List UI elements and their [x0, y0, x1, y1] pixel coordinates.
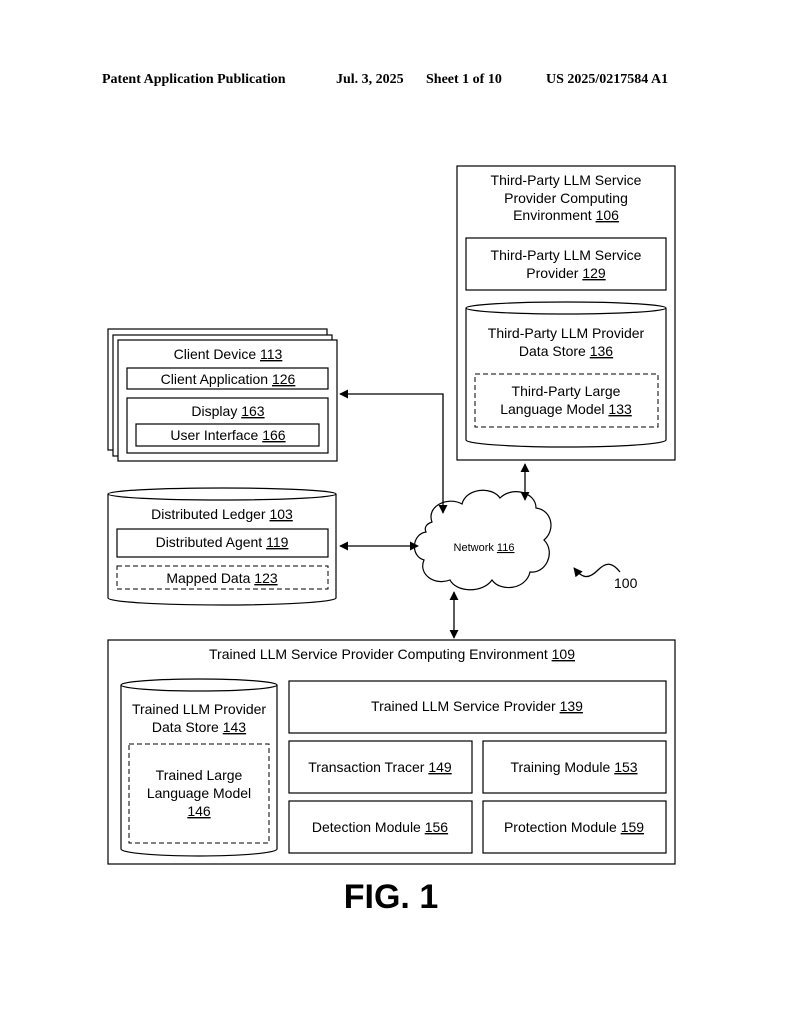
- header-number: US 2025/0217584 A1: [546, 72, 668, 87]
- distributed-ledger-cylinder: Distributed Ledger 103 Distributed Agent…: [107, 487, 337, 606]
- distributed-agent-label: Distributed Agent 119: [156, 534, 289, 550]
- trained-provider-label: Trained LLM Service Provider 139: [371, 698, 583, 714]
- third-party-data-store-line2: Data Store 136: [519, 343, 613, 359]
- client-device-label: Client Device 113: [174, 346, 283, 362]
- protection-module-label: Protection Module 159: [504, 819, 644, 835]
- trained-model-line1: Trained Large: [156, 767, 243, 783]
- third-party-data-store-cylinder: Third-Party LLM Provider Data Store 136 …: [465, 301, 667, 448]
- trained-data-store-line2: Data Store 143: [152, 719, 246, 735]
- trained-environment: Trained LLM Service Provider Computing E…: [107, 639, 676, 865]
- trained-env-label: Trained LLM Service Provider Computing E…: [209, 646, 575, 662]
- mapped-data-label: Mapped Data 123: [166, 570, 278, 586]
- third-party-env-line1: Third-Party LLM Service: [491, 172, 642, 188]
- third-party-environment: Third-Party LLM Service Provider Computi…: [456, 165, 676, 461]
- figure-label: FIG. 1: [344, 878, 438, 916]
- system-ref-label: 100: [614, 575, 638, 591]
- detection-module-label: Detection Module 156: [312, 819, 448, 835]
- client-application-label: Client Application 126: [161, 371, 296, 387]
- third-party-model-line2: Language Model 133: [500, 401, 632, 417]
- third-party-data-store-line1: Third-Party LLM Provider: [488, 325, 645, 341]
- transaction-tracer-label: Transaction Tracer 149: [308, 759, 452, 775]
- header-publication: Patent Application Publication: [102, 72, 286, 87]
- third-party-provider-line2: Provider 129: [526, 265, 606, 281]
- training-module-label: Training Module 153: [510, 759, 637, 775]
- third-party-env-line2: Provider Computing: [504, 190, 628, 206]
- display-label: Display 163: [191, 403, 264, 419]
- third-party-provider-box: Third-Party LLM Service Provider 129: [465, 237, 667, 291]
- third-party-provider-line1: Third-Party LLM Service: [491, 247, 642, 263]
- trained-data-store-cylinder: Trained LLM Provider Data Store 143 Trai…: [120, 678, 278, 857]
- trained-model-ref: 146: [187, 803, 211, 819]
- trained-data-store-line1: Trained LLM Provider: [132, 701, 266, 717]
- header-date: Jul. 3, 2025: [336, 72, 404, 87]
- third-party-model-line1: Third-Party Large: [512, 383, 621, 399]
- connector-network-client: [339, 389, 448, 514]
- third-party-env-line3: Environment 106: [513, 207, 619, 223]
- distributed-ledger-label: Distributed Ledger 103: [151, 506, 293, 522]
- client-device-stack: Client Device 113 Client Application 126…: [107, 328, 338, 462]
- system-ref-leader: [573, 563, 621, 578]
- trained-model-line2: Language Model: [147, 785, 251, 801]
- user-interface-label: User Interface 166: [170, 427, 285, 443]
- network-cloud: Network 116: [413, 489, 552, 591]
- header-sheet: Sheet 1 of 10: [426, 72, 502, 87]
- network-label: Network 116: [454, 542, 515, 554]
